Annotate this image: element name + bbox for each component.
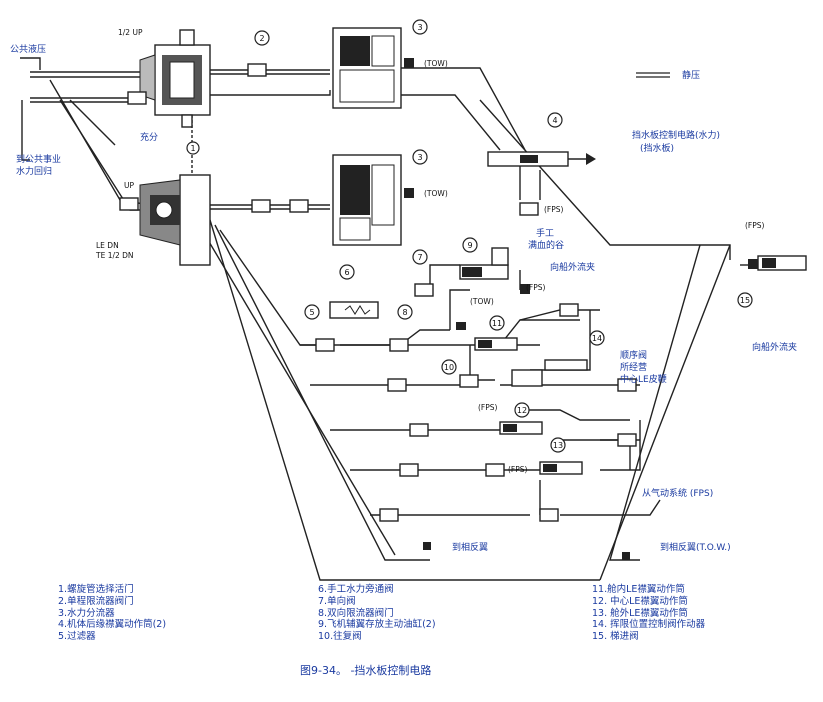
selector-valve-lower <box>139 174 211 266</box>
label-sequence-valve: 顺序阀 <box>620 349 647 361</box>
legend-item: 14. 挥限位置控制阀作动器 <box>592 619 706 631</box>
label-fps: (FPS) <box>478 403 498 412</box>
callout-number: 3 <box>417 23 422 32</box>
callout-number: 5 <box>309 308 314 317</box>
legend-item: 2.单程限流器阀门 <box>58 595 134 607</box>
legend-item: 3.水力分流器 <box>58 607 115 619</box>
label-to-public-return: 到公共事业 <box>16 153 61 165</box>
legend-column-2: 6.手工水力旁通阀 7.单向阀 8.双向限流器阀门 9.飞机辅翼存放主动油缸(2… <box>318 584 436 643</box>
label-manual-2: 满血的谷 <box>528 239 564 251</box>
callout-number: 14 <box>592 334 602 343</box>
label-fps: (FPS) <box>544 205 564 214</box>
static-pressure-symbol <box>636 72 670 78</box>
callout-number: 8 <box>402 308 407 317</box>
callout-number: 1 <box>190 144 195 153</box>
legend-item: 12. 中心LE襟翼动作筒 <box>592 595 688 607</box>
label-te-half-dn: TE 1/2 DN <box>95 251 134 260</box>
callout-number: 13 <box>553 441 563 450</box>
callout-number: 3 <box>417 153 422 162</box>
legend-column-3: 11.舱内LE襟翼动作筒 12. 中心LE襟翼动作筒 13. 舱外LE襟翼动作筒… <box>592 584 705 643</box>
label-fps: (FPS) <box>526 283 546 292</box>
label-half-up: 1/2 UP <box>118 28 143 37</box>
label-to-public-return-2: 水力回归 <box>16 165 52 177</box>
label-tow: (TOW) <box>424 189 448 198</box>
legend-item: 13. 舱外LE襟翼动作筒 <box>592 607 688 619</box>
legend-item: 10.往复阀 <box>318 631 362 643</box>
callout-number: 11 <box>492 319 502 328</box>
callout-number: 9 <box>467 241 472 250</box>
callout-number: 10 <box>444 363 454 372</box>
trailing-edge-actuator <box>487 151 596 167</box>
legend-item: 7.单向阀 <box>318 595 356 607</box>
callout-number: 7 <box>417 253 422 262</box>
label-tow: (TOW) <box>470 297 494 306</box>
inline-components <box>119 58 758 560</box>
label-fps: (FPS) <box>745 221 765 230</box>
callout-number: 2 <box>259 34 264 43</box>
callout-numbers: 1 2 3 3 4 5 6 7 8 9 10 11 12 13 14 15 <box>190 23 750 450</box>
label-control-circuit-2: (挡水板) <box>640 142 674 154</box>
outboard-actuator <box>757 255 807 271</box>
label-up: UP <box>124 181 134 190</box>
label-fps: (FPS) <box>508 465 528 474</box>
label-control-circuit: 挡水板控制电路(水力) <box>632 129 720 141</box>
label-to-outboard-2: 向船外流夹 <box>752 341 797 353</box>
label-to-reverse: 到相反翼 <box>452 541 488 553</box>
hydraulic-lines <box>20 57 750 581</box>
label-to-reverse-tow: 到相反翼(T.O.W.) <box>660 541 731 553</box>
label-tow: (TOW) <box>424 59 448 68</box>
legend-item: 8.双向限流器阀门 <box>318 607 394 619</box>
selector-valve-upper <box>139 29 211 128</box>
le-flap-actuators <box>474 337 588 475</box>
callout-circles <box>186 19 753 453</box>
callout-number: 6 <box>344 268 349 277</box>
figure-caption: 图9-34。 -挡水板控制电路 <box>300 664 432 677</box>
callout-number: 4 <box>552 116 557 125</box>
label-manual: 手工 <box>536 227 554 239</box>
legend-item: 15. 梯进阀 <box>592 631 639 643</box>
manual-valve <box>459 247 509 280</box>
label-to-outboard: 向船外流夹 <box>550 261 595 273</box>
legend-item: 9.飞机辅翼存放主动油缸(2) <box>318 619 436 631</box>
callout-number: 12 <box>517 406 527 415</box>
legend-item: 11.舱内LE襟翼动作筒 <box>592 584 685 595</box>
legend-column-1: 1.螺旋管选择活门 2.单程限流器阀门 3.水力分流器 4.机体后缘襟翼动作筒(… <box>58 584 166 643</box>
label-static-pressure: 静压 <box>682 69 700 81</box>
callout-number: 15 <box>740 296 750 305</box>
label-sequence-valve-2: 所经营 <box>620 361 647 373</box>
label-from-pneumatic: 从气动系统 (FPS) <box>642 487 713 499</box>
label-le-dn: LE DN <box>96 241 119 250</box>
hydraulic-actuator-lower <box>332 154 402 246</box>
bypass-valve <box>329 301 379 319</box>
legend-item: 6.手工水力旁通阀 <box>318 584 394 595</box>
label-sequence-valve-3: 中心LE皮鞭 <box>620 373 667 385</box>
label-public-hydraulic: 公共液压 <box>10 43 46 55</box>
legend-item: 1.螺旋管选择活门 <box>58 584 134 595</box>
legend-item: 4.机体后缘襟翼动作筒(2) <box>58 619 167 631</box>
hydraulic-actuator-upper <box>332 27 402 109</box>
label-fill: 充分 <box>140 131 158 143</box>
legend-item: 5.过滤器 <box>58 631 96 643</box>
